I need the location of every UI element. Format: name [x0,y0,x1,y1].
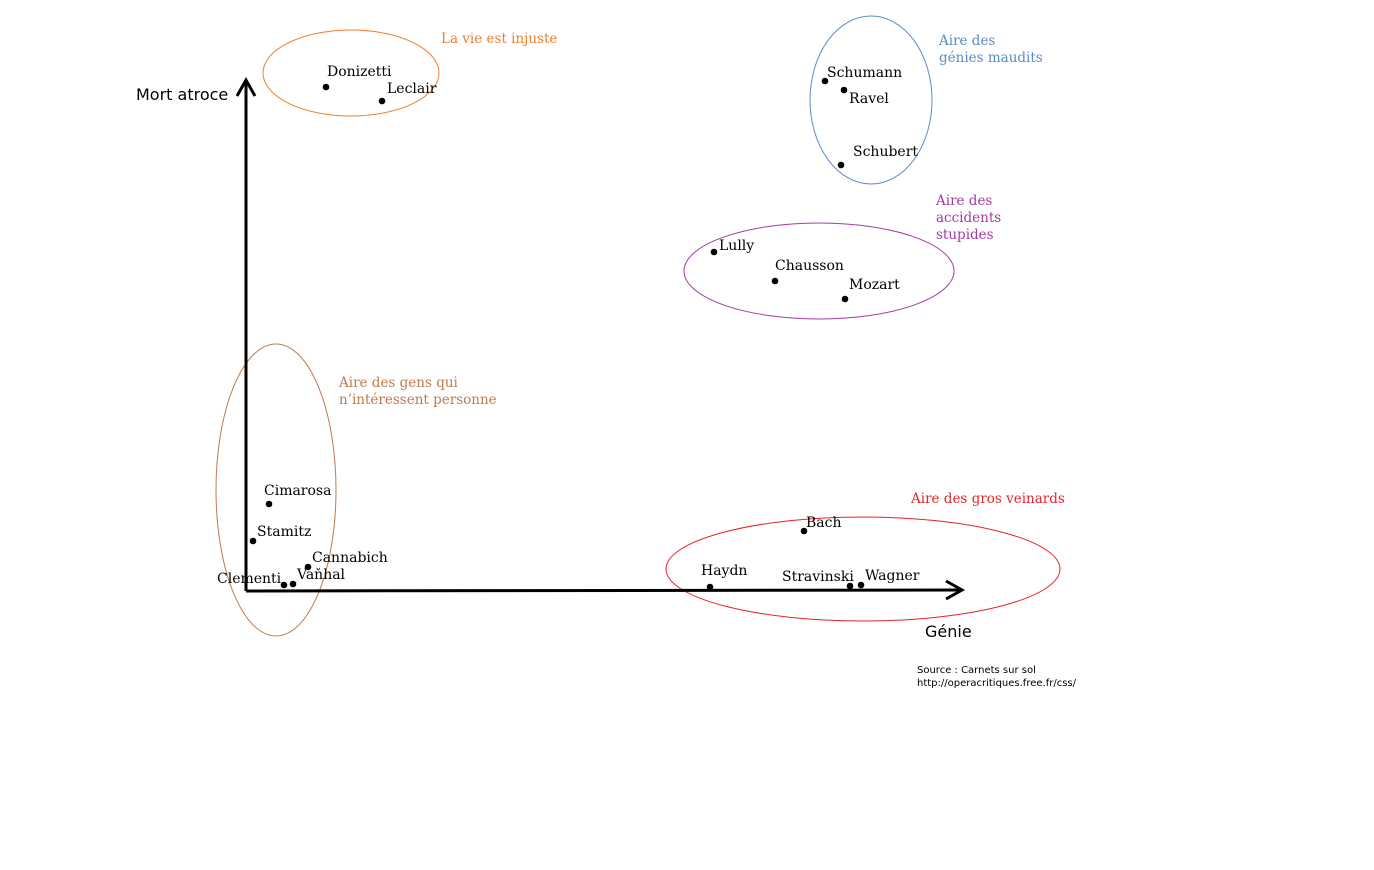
data-point [378,97,386,105]
group-label-accidents: stupides [936,227,994,243]
group-label-accidents: Aire des [935,193,992,209]
data-point [857,581,865,589]
data-point-label: Chausson [775,258,844,274]
data-point [289,580,297,588]
group-label-personne: Aire des gens qui [338,375,459,391]
data-point-label: Vaňhal [296,567,346,583]
group-ellipse-veinards [665,516,1061,622]
group-label-injuste: La vie est injuste [441,31,557,47]
data-point-label: Bach [806,515,842,531]
group-label-veinards: Aire des gros veinards [910,491,1065,507]
group-label-maudits: génies maudits [939,50,1043,66]
data-point-label: Wagner [865,568,920,584]
axes [235,76,966,601]
group-label-personne: n’intéressent personne [339,392,497,408]
data-point [249,537,257,545]
data-point-label: Stamitz [257,524,311,540]
data-point [710,248,718,256]
data-point-label: Schumann [827,65,902,81]
data-point-label: Cimarosa [264,483,331,499]
data-point [771,277,779,285]
data-point-label: Ravel [849,91,889,107]
data-point [304,563,312,571]
group-label-maudits: Aire des [938,33,995,49]
data-point [821,77,829,85]
group-label-accidents: accidents [936,210,1001,226]
x-axis-arrowhead [945,579,966,601]
data-point-label: Cannabich [312,550,388,566]
data-point [840,86,848,94]
data-point [841,295,849,303]
group-ellipse-maudits [809,15,933,185]
group-ellipse-injuste [262,29,440,117]
data-point-label: Mozart [849,277,900,293]
data-point-label: Haydn [701,563,747,579]
data-point-label: Lully [719,238,754,254]
group-ellipse-personne [215,343,337,637]
x-axis-line [245,588,963,593]
data-point-label: Schubert [853,144,918,160]
data-point-label: Clementi [217,571,282,587]
data-point [706,583,714,591]
data-point [280,581,288,589]
data-point [322,83,330,91]
source-line-1: Source : Carnets sur sol [917,665,1036,676]
group-ellipse-accidents [683,222,955,320]
data-point [837,161,845,169]
source-line-2: http://operacritiques.free.fr/css/ [917,678,1077,689]
data-point-label: Stravinski [782,569,854,585]
data-point-label: Donizetti [327,64,392,80]
x-axis-label: Génie [925,622,972,641]
y-axis-label: Mort atroce [136,85,228,104]
data-point [265,500,273,508]
data-point [846,582,854,590]
y-axis-arrowhead [235,76,257,97]
group-ellipses [215,15,1061,637]
data-point [800,527,808,535]
data-point-label: Leclair [387,81,437,97]
